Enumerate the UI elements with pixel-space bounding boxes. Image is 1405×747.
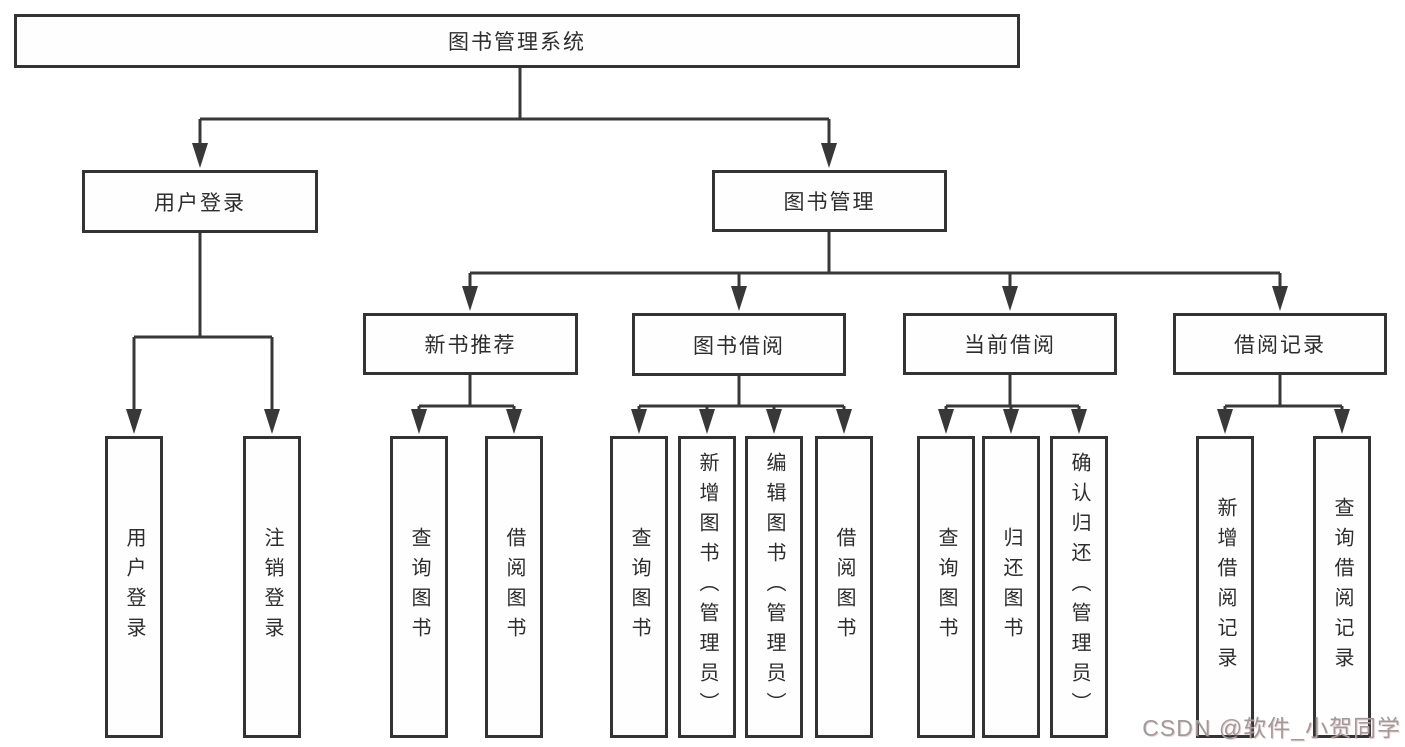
node-label: 新书推荐 <box>424 334 517 357</box>
leaf-borrow-book: 借阅图书 <box>815 436 873 738</box>
leaf-query-book-current: 查询图书 <box>917 436 975 738</box>
node-label: 当前借阅 <box>964 334 1056 357</box>
node-label: 查询借阅记录 <box>1331 497 1353 677</box>
node-current-borrow: 当前借阅 <box>903 313 1117 375</box>
connector-arrowheads <box>126 143 1350 434</box>
node-label: 新增图书（管理员） <box>696 452 718 722</box>
leaf-query-book-recommend: 查询图书 <box>390 436 448 738</box>
node-label: 图书管理 <box>783 191 876 214</box>
node-label: 编辑图书（管理员） <box>763 452 785 722</box>
node-label: 图书管理系统 <box>448 31 586 54</box>
leaf-query-book-borrow: 查询图书 <box>610 436 668 738</box>
connector-lines <box>132 68 1344 412</box>
node-label: 新增借阅记录 <box>1214 497 1236 677</box>
leaf-user-login: 用户登录 <box>105 436 163 738</box>
node-label: 借阅图书 <box>503 527 525 647</box>
node-label: 归还图书 <box>1000 527 1022 647</box>
node-label: 查询图书 <box>628 527 650 647</box>
leaf-confirm-return-admin: 确认归还（管理员） <box>1050 436 1108 738</box>
node-label: 借阅图书 <box>833 527 855 647</box>
node-new-book-recommend: 新书推荐 <box>363 313 578 375</box>
leaf-return-book: 归还图书 <box>982 436 1040 738</box>
node-book-borrow: 图书借阅 <box>632 313 846 376</box>
node-label: 查询图书 <box>408 527 430 647</box>
node-label: 用户登录 <box>154 191 246 215</box>
node-borrow-record: 借阅记录 <box>1173 313 1387 375</box>
leaf-add-borrow-record: 新增借阅记录 <box>1196 436 1254 738</box>
node-user-login: 用户登录 <box>82 170 318 233</box>
node-label: 图书借阅 <box>693 334 785 358</box>
node-root-system: 图书管理系统 <box>14 14 1020 68</box>
node-book-management: 图书管理 <box>712 170 947 232</box>
leaf-logout: 注销登录 <box>243 436 301 738</box>
csdn-watermark: CSDN @软件_小贺同学 <box>1142 715 1401 741</box>
leaf-edit-book-admin: 编辑图书（管理员） <box>745 436 803 738</box>
node-label: 注销登录 <box>261 527 283 647</box>
node-label: 用户登录 <box>123 527 145 647</box>
leaf-query-borrow-record: 查询借阅记录 <box>1313 436 1371 738</box>
leaf-borrow-book-recommend: 借阅图书 <box>485 436 543 738</box>
leaf-add-book-admin: 新增图书（管理员） <box>678 436 736 738</box>
node-label: 查询图书 <box>935 527 957 647</box>
node-label: 借阅记录 <box>1234 334 1326 357</box>
node-label: 确认归还（管理员） <box>1068 452 1090 722</box>
